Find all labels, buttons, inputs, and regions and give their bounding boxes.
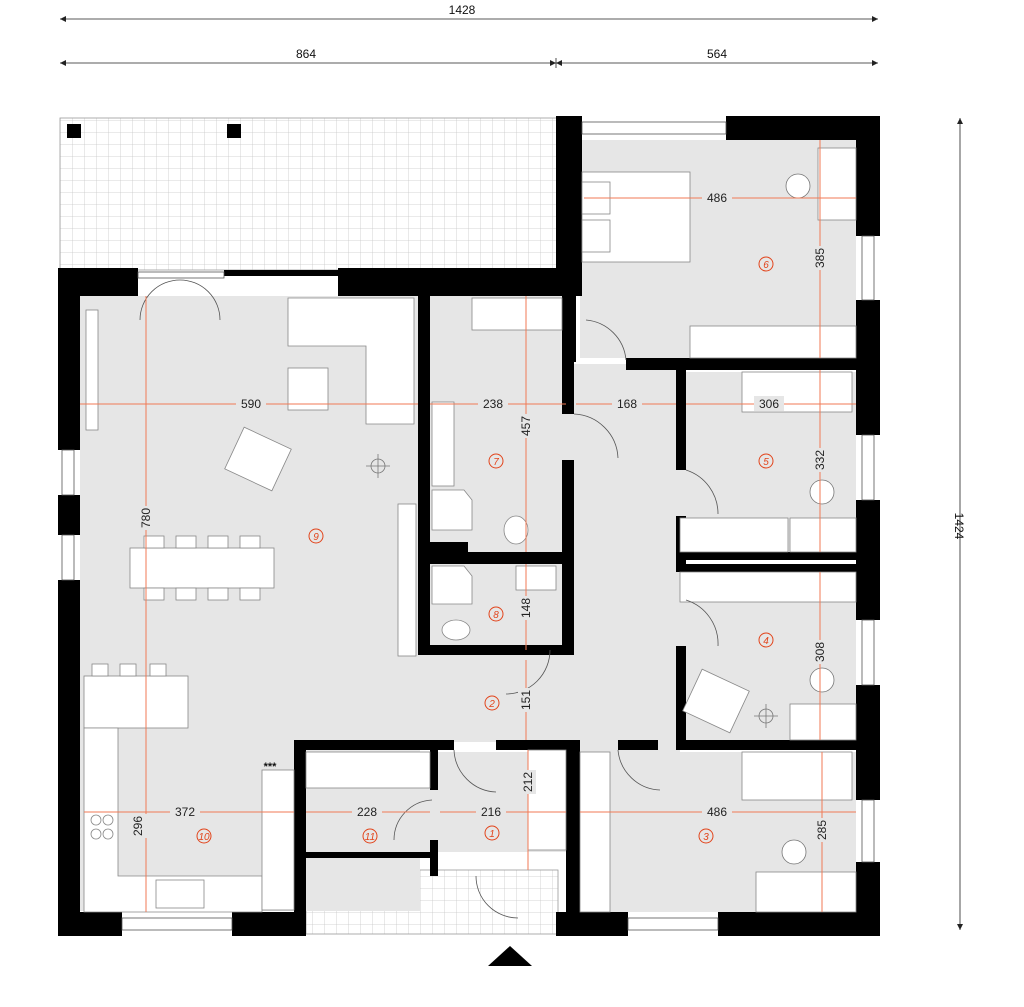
room-10-height-label: 296 xyxy=(131,816,145,836)
room-2-height-label: 151 xyxy=(519,690,533,710)
entrance-arrow-icon xyxy=(488,946,532,966)
room-3-number: 3 xyxy=(703,832,709,843)
room-2-number: 2 xyxy=(488,699,495,710)
room-6-width-label: 486 xyxy=(707,191,727,205)
room-7-number: 7 xyxy=(493,457,499,468)
room-10-width-label: 372 xyxy=(175,805,195,819)
chairs xyxy=(781,173,835,865)
terrace-post xyxy=(227,124,241,138)
windows xyxy=(61,121,875,931)
room-7-width-label: 238 xyxy=(483,397,503,411)
room-5-width-label: 306 xyxy=(759,397,779,411)
door-swings xyxy=(139,279,719,919)
furniture xyxy=(83,147,857,913)
room-11-width-label: 228 xyxy=(357,805,377,819)
overall-height-label: 1424 xyxy=(952,513,966,540)
walls xyxy=(58,116,880,936)
terrace xyxy=(59,117,559,271)
room-1-number: 1 xyxy=(489,829,495,840)
room-3-height-label: 285 xyxy=(815,820,829,840)
overall-dimensions xyxy=(60,16,963,930)
room-5-height-label: 332 xyxy=(813,450,827,470)
room-6-height-label: 385 xyxy=(813,248,827,268)
room-4-number: 4 xyxy=(763,636,769,647)
light-fixtures xyxy=(366,454,778,728)
room-8-number: 8 xyxy=(493,610,499,621)
room-10-number: 10 xyxy=(198,832,210,843)
terrace-post xyxy=(67,124,81,138)
room-2-width-label: 168 xyxy=(617,397,637,411)
room-9-height-label: 780 xyxy=(139,508,153,528)
overall-width-label: 1428 xyxy=(449,3,476,17)
room-1-height-label: 212 xyxy=(521,772,535,792)
room-9-width-label: 590 xyxy=(241,397,261,411)
left-width-label: 864 xyxy=(296,47,316,61)
room-9-number: 9 xyxy=(313,532,319,543)
room-5-number: 5 xyxy=(763,457,769,468)
dimension-label-backgrounds xyxy=(138,190,830,842)
room-4-height-label: 308 xyxy=(813,642,827,662)
room-number-circles xyxy=(196,256,774,844)
room-8-height-label: 148 xyxy=(519,598,533,618)
room-11-number: 11 xyxy=(365,832,375,843)
room-7-height-label: 457 xyxy=(519,416,533,436)
room-6-number: 6 xyxy=(763,260,769,271)
room-3-width-label: 486 xyxy=(707,805,727,819)
room-1-width-label: 216 xyxy=(481,805,501,819)
kitchen-mark: *** xyxy=(264,761,278,773)
right-width-label: 564 xyxy=(707,47,727,61)
